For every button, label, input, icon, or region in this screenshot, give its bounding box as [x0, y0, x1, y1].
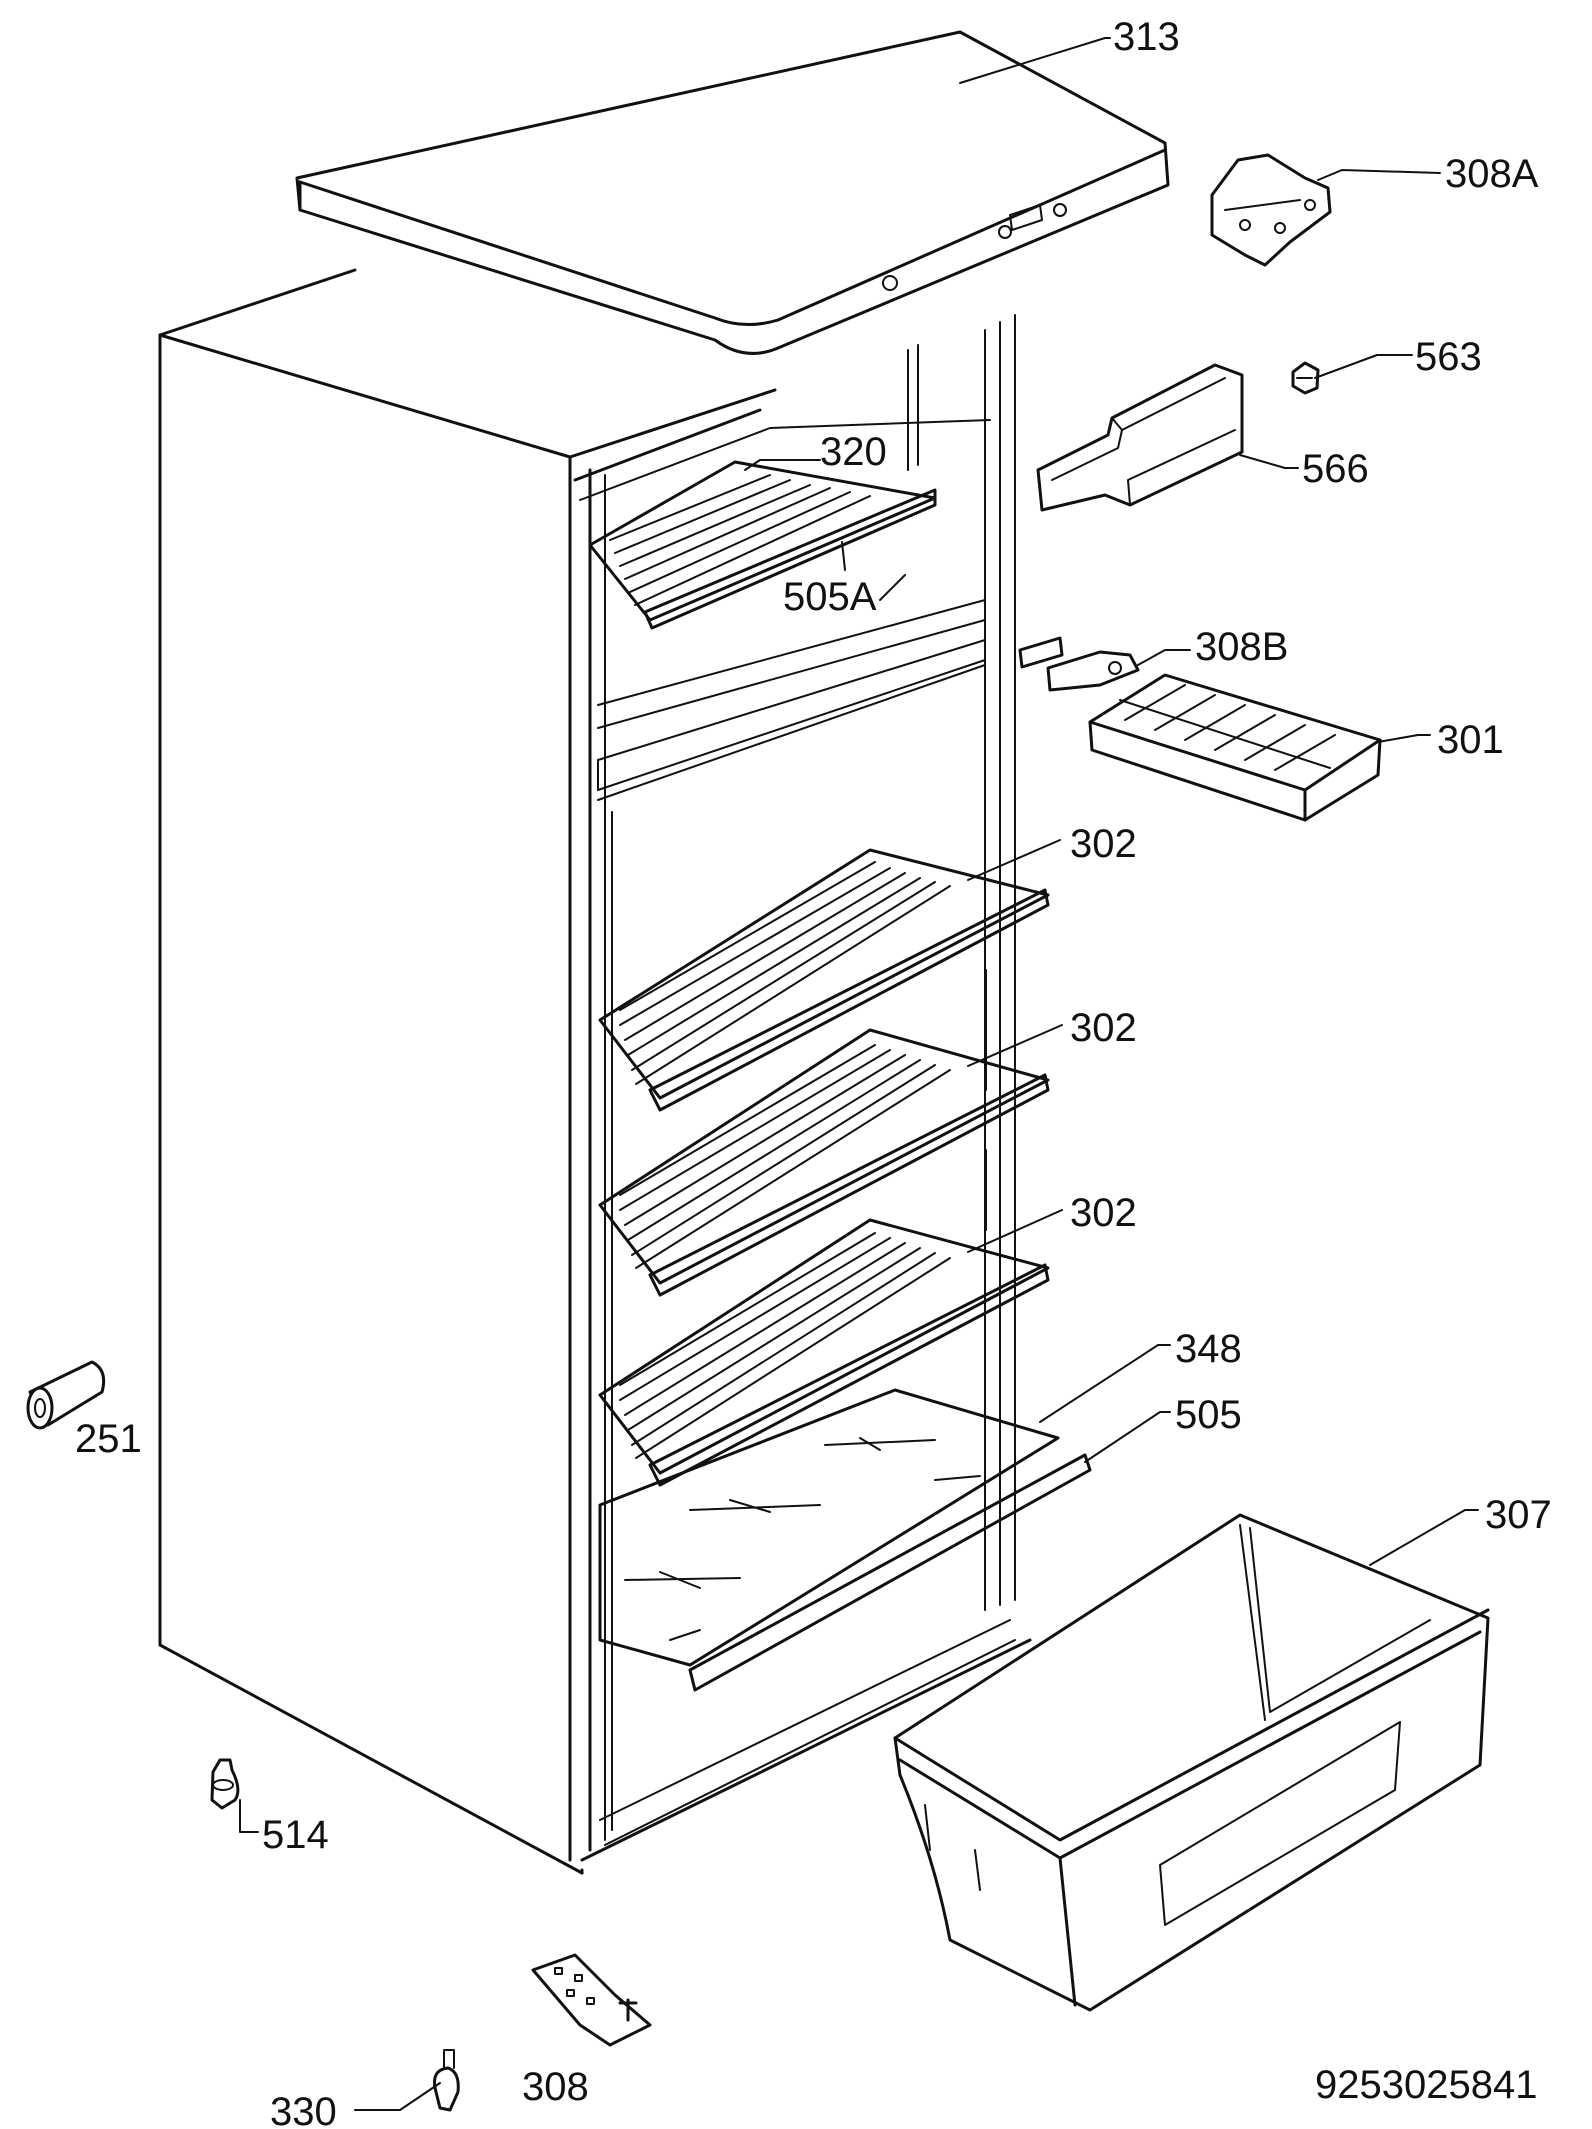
part-labels: 313 308A 563 566 320 505A 308B 301 302 3… [75, 15, 1552, 2129]
part-302-glass-shelf-middle [598, 1028, 1050, 1297]
leader-302a [967, 839, 1061, 881]
leader-320 [744, 459, 821, 471]
label-566: 566 [1302, 447, 1369, 491]
label-313: 313 [1113, 15, 1180, 59]
part-251-roller [26, 1360, 106, 1430]
part-320-freezer-shelf [588, 460, 937, 630]
cabinet-body [158, 268, 1032, 1875]
label-514: 514 [262, 1813, 329, 1857]
part-330-screw [433, 2049, 460, 2112]
part-302-glass-shelf-top [598, 848, 1050, 1112]
part-514-adjustable-foot [210, 1758, 240, 1810]
part-308A-top-hinge [1210, 153, 1332, 267]
leader-514 [239, 1799, 259, 1833]
leader-302c [967, 1209, 1063, 1253]
leader-330 [354, 2082, 441, 2111]
leader-348 [1039, 1344, 1171, 1423]
label-563: 563 [1415, 335, 1482, 379]
label-330: 330 [270, 2090, 337, 2129]
label-505: 505 [1175, 1393, 1242, 1437]
part-566-hinge-cover [1036, 363, 1244, 512]
leader-313 [959, 37, 1111, 84]
part-563-screw-cap [1291, 361, 1320, 395]
label-348: 348 [1175, 1327, 1242, 1371]
label-320: 320 [820, 430, 887, 474]
label-302-middle: 302 [1070, 1006, 1137, 1050]
label-302-top: 302 [1070, 822, 1137, 866]
part-301-ice-cube-tray [1088, 673, 1382, 822]
label-308: 308 [522, 2065, 589, 2109]
leader-302b [967, 1024, 1063, 1067]
part-302-glass-shelf-bottom [598, 1218, 1050, 1487]
leader-505A-b [879, 574, 906, 601]
part-313-top-cover [295, 30, 1170, 355]
label-308B: 308B [1195, 625, 1288, 669]
label-308A: 308A [1445, 152, 1539, 196]
label-307: 307 [1485, 1493, 1552, 1537]
leader-308B [1137, 649, 1191, 666]
diagram-code: 9253025841 [1315, 2063, 1537, 2107]
leader-563 [1314, 354, 1413, 379]
part-505-glass-shelf-front-trim [688, 1453, 1092, 1692]
leader-566 [1239, 454, 1299, 469]
label-302-bottom: 302 [1070, 1191, 1137, 1235]
leader-307 [1369, 1509, 1479, 1566]
part-308B-middle-hinge [1018, 636, 1140, 692]
part-308-bottom-hinge [531, 1953, 652, 2047]
part-307-crisper-drawer [893, 1513, 1490, 2012]
leader-505A-a [841, 541, 846, 571]
part-348-crisper-glass-cover [598, 1388, 1060, 1667]
label-251: 251 [75, 1417, 142, 1461]
leader-505 [1084, 1411, 1171, 1463]
label-505A: 505A [783, 575, 877, 619]
leader-lines [239, 37, 1479, 2111]
leader-301 [1377, 734, 1431, 743]
leader-308A [1317, 169, 1441, 181]
label-301: 301 [1437, 718, 1504, 762]
